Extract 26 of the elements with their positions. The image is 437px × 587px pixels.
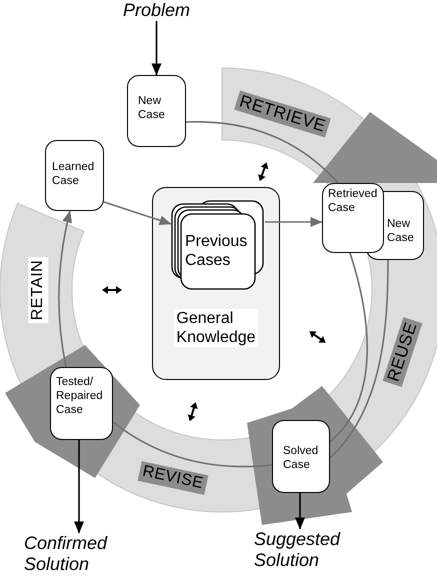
case-label: Retrieved Case (328, 187, 378, 215)
stacked-cards (171, 200, 265, 290)
case-box (45, 140, 104, 211)
case-label: Learned Case (52, 160, 94, 188)
input-label: Problem (123, 0, 190, 21)
flow-arrow (295, 493, 305, 530)
case-label: Previous Cases (185, 232, 248, 270)
flow-arrow (58, 210, 72, 368)
connector-line (329, 252, 368, 443)
case-box (322, 183, 384, 253)
case-box (127, 75, 186, 147)
connector-line (186, 121, 339, 184)
case-label: Solved Case (283, 444, 318, 472)
flow-arrow (104, 201, 172, 226)
case-box (50, 367, 113, 440)
output-label: Confirmed Solution (24, 533, 108, 575)
case-label: New Case (387, 217, 414, 245)
flow-arrow (152, 21, 162, 76)
knowledge-label: General Knowledge (174, 309, 258, 347)
phase-label: RETAIN (28, 256, 48, 324)
knowledge-box (152, 187, 280, 380)
case-label: Tested/ Repaired Case (56, 375, 103, 417)
flow-arrow (265, 217, 322, 227)
flow-arrow (74, 440, 84, 534)
case-label: New Case (138, 94, 165, 122)
output-label: Suggested Solution (254, 529, 340, 571)
